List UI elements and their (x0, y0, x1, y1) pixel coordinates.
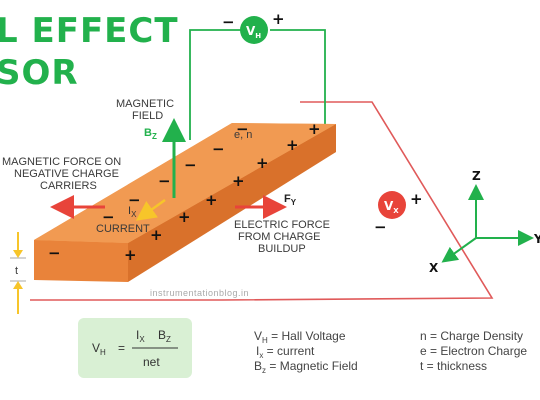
bz-symbol: BZ (144, 127, 157, 141)
svg-text:+: + (308, 120, 321, 138)
svg-text:+: + (150, 226, 163, 244)
magnetic-force-line-3: CARRIERS (40, 180, 97, 192)
fy-symbol: FY (284, 193, 297, 207)
electric-force-line-3: BUILDUP (258, 243, 306, 255)
formula-denominator: net (143, 355, 160, 369)
svg-text:+: + (286, 136, 299, 154)
vx-symbol: VX (384, 199, 399, 215)
hall-wire-right (270, 29, 326, 132)
svg-text:+: + (178, 208, 191, 226)
magnetic-field-line-2: FIELD (132, 110, 163, 122)
z-axis-label: Z (472, 169, 481, 183)
current-arrow (135, 198, 166, 221)
electric-force-line-2: FROM CHARGE (238, 231, 321, 243)
magnetic-force-line-1: MAGNETIC FORCE ON (2, 156, 121, 168)
slab-top (34, 123, 336, 243)
charge-signs: − + − + − + − + − + − + + − + (48, 120, 321, 264)
formula-equals: = (118, 341, 125, 355)
svg-text:+: + (256, 154, 269, 172)
hall-wire-left (189, 29, 258, 140)
hall-voltmeter: VH − + (222, 10, 285, 44)
electric-force-line-1: ELECTRIC FORCE (234, 219, 330, 231)
vh-neg-sign: − (222, 13, 235, 31)
slab-side-face (128, 124, 336, 282)
svg-text:−: − (236, 120, 249, 138)
svg-text:−: − (158, 172, 171, 190)
vh-circle (240, 16, 268, 44)
formula-box: VH = IX BZ net (78, 318, 192, 378)
formula-lhs: VH (92, 341, 106, 357)
x-axis-label: X (429, 261, 439, 275)
vx-neg-sign: − (374, 218, 387, 236)
thickness-marker: t (10, 232, 26, 314)
legend-bz: Bz = Magnetic Field (254, 359, 358, 375)
magnetic-force-line-2: NEGATIVE CHARGE (14, 168, 119, 180)
current-loop-wire (30, 101, 494, 301)
svg-text:−: − (212, 140, 225, 158)
thickness-label: t (15, 265, 18, 277)
title-line-2: SOR (0, 53, 79, 93)
svg-text:+: + (205, 191, 218, 209)
magnetic-field-line-1: MAGNETIC (116, 98, 174, 110)
formula-numerator-b: BZ (158, 328, 171, 344)
vx-circle (378, 191, 406, 219)
svg-text:−: − (184, 156, 197, 174)
slab-front-face (34, 240, 128, 282)
current-label: CURRENT (96, 223, 150, 235)
vx-pos-sign: + (410, 190, 423, 208)
legend-vh: VH = Hall Voltage (254, 329, 346, 345)
svg-text:+: + (232, 172, 245, 190)
vh-symbol: VH (246, 24, 261, 40)
watermark: instrumentationblog.in (150, 288, 249, 298)
coordinate-axes: Z Y X (429, 169, 540, 275)
x-voltmeter: VX − + (374, 190, 423, 236)
formula-numerator-i: IX (136, 328, 145, 344)
title-line-1: L EFFECT (0, 11, 179, 51)
y-axis-label: Y (533, 232, 540, 246)
legend-t: t = thickness (420, 359, 487, 373)
legend: VH = Hall Voltage Ix = current Bz = Magn… (254, 329, 527, 375)
svg-text:−: − (102, 208, 115, 226)
semiconductor-slab (34, 123, 336, 282)
svg-text:+: + (124, 246, 137, 264)
legend-n: n = Charge Density (420, 329, 523, 343)
x-axis (441, 237, 477, 263)
vh-pos-sign: + (272, 10, 285, 28)
svg-text:−: − (48, 244, 61, 262)
legend-ix: Ix = current (256, 344, 315, 360)
legend-e: e = Electron Charge (420, 344, 527, 358)
carrier-label: e, n (234, 129, 252, 141)
ix-symbol: IX (128, 205, 137, 219)
